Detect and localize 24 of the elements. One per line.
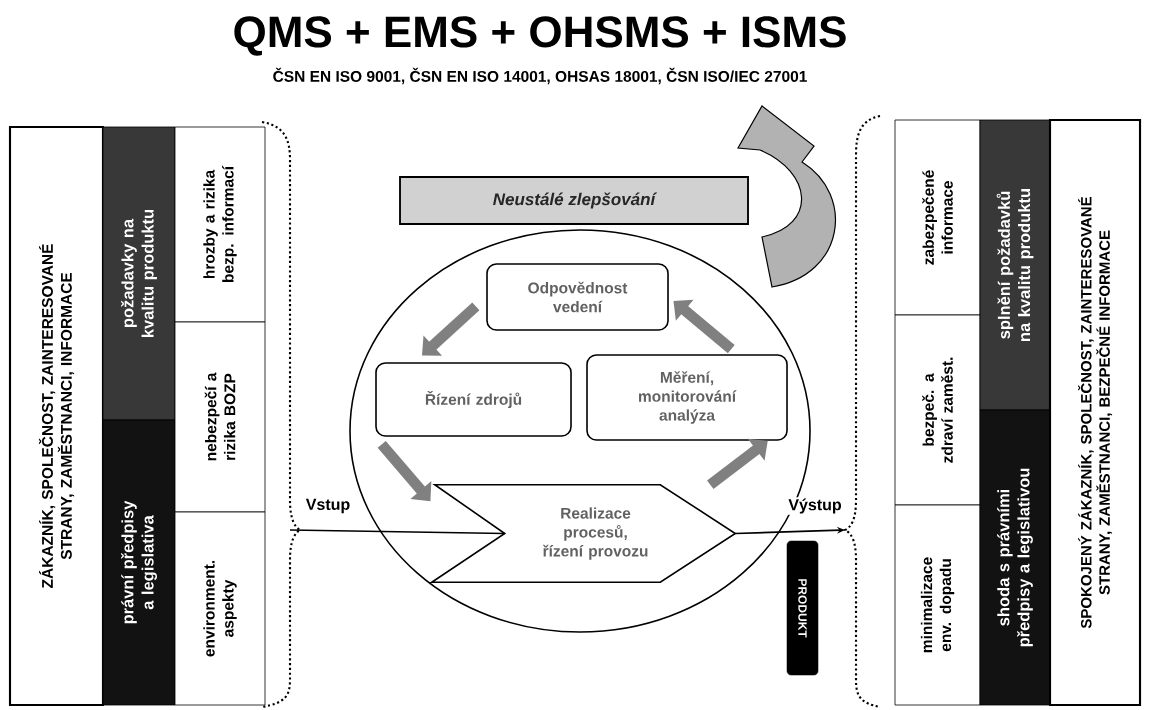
side-box: nebezpečí a rizika BOZP bbox=[174, 321, 266, 513]
side-box: ZÁKAZNÍK, SPOLEČNOST, ZAINTERESOVANÉ STRANY, ZAMĚSTNANCI, INFORMACE bbox=[8, 125, 105, 707]
process-box: Měření, monitorování analýza bbox=[586, 354, 788, 441]
side-box: environment. aspekty bbox=[174, 511, 266, 706]
side-box: SPOKOJENÝ ZÁKAZNÍK, SPOLEČNOST, ZAINTERESOVANÉ STRANY, ZAMĚSTNANCI, BEZPEČNÉ INFORMACE bbox=[1048, 118, 1142, 707]
process-box: Řízení zdrojů bbox=[375, 362, 572, 437]
side-box: minimalizace env. dopadu bbox=[894, 504, 981, 706]
side-box: shoda s právními předpisy a legislativou bbox=[979, 409, 1051, 706]
block-arrow bbox=[707, 438, 768, 489]
side-box: zabezpečené informace bbox=[894, 119, 981, 316]
side-box: bezpeč. a zdraví zaměst. bbox=[894, 314, 981, 506]
edge-label: Výstup bbox=[787, 497, 843, 515]
side-box: hrozby a rizika bezp. informací bbox=[174, 126, 266, 323]
standards-line: ČSN EN ISO 9001, ČSN EN ISO 14001, OHSAS 18001, ČSN ISO/IEC 27001 bbox=[273, 67, 807, 85]
side-box: požadavky na kvalitu produktu bbox=[102, 126, 176, 421]
process-box: Odpovědnost vedení bbox=[486, 263, 669, 331]
title: QMS + EMS + OHSMS + ISMS bbox=[234, 16, 846, 56]
product-tag: PRODUKT bbox=[786, 540, 819, 676]
edge-label: Vstup bbox=[304, 497, 352, 515]
banner-box: Neustálé zlepšování bbox=[399, 176, 749, 225]
side-box: právní předpisy a legislativa bbox=[102, 419, 176, 706]
process-chevron: Realizace procesů, řízení provozu bbox=[429, 483, 737, 584]
block-arrow bbox=[673, 299, 735, 354]
side-box: splnění požadavků na kvalitu produktu bbox=[979, 119, 1051, 411]
